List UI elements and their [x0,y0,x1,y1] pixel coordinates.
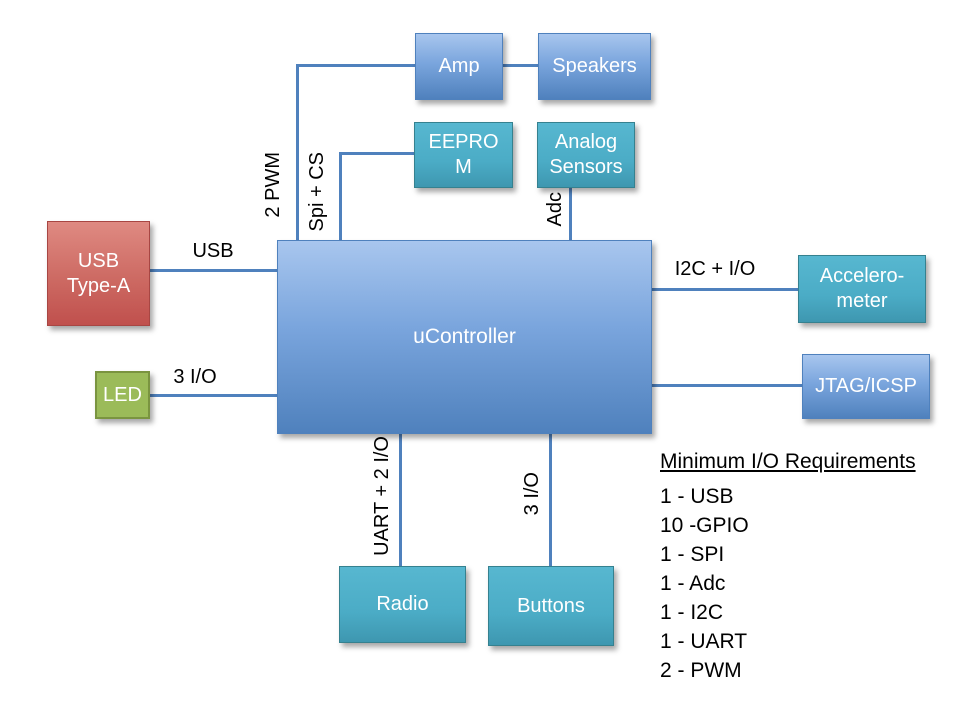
requirement-item: 2 - PWM [660,659,742,682]
connector-i2c-horizontal [650,288,800,291]
block-accelerometer-label: Accelero- meter [819,265,905,312]
requirement-item: 1 - UART [660,630,748,653]
requirement-item: 1 - SPI [660,543,725,566]
block-speakers-label: Speakers [552,55,637,77]
requirement-item: 1 - Adc [660,572,726,595]
block-eeprom: EEPRO M [414,122,513,188]
block-ucontroller-label: uController [413,324,516,348]
connector-led-io-label: 3 I/O [173,366,217,388]
connector-uart-vertical [399,432,402,568]
connector-led-horizontal [149,394,279,397]
connector-pwm-vertical [296,64,299,242]
requirements-note: Minimum I/O Requirements 1 - USB 10 -GPI… [660,450,950,685]
requirement-item: 10 -GPIO [660,514,749,537]
block-eeprom-label: EEPRO M [428,131,499,178]
block-analog-sensors-label: Analog Sensors [549,131,623,178]
connector-spi-horizontal [339,152,415,155]
connector-spi-label: Spi + CS [306,152,328,232]
connector-amp-speakers [502,64,539,67]
connector-pwm-label: 2 PWM [262,152,284,218]
block-jtag-label: JTAG/ICSP [815,375,917,397]
block-buttons-label: Buttons [517,594,585,617]
block-led-label: LED [103,383,142,406]
connector-jtag-horizontal [650,384,804,387]
connector-spi-vertical [339,152,342,242]
block-accelerometer: Accelero- meter [798,255,926,323]
block-amp-label: Amp [438,55,480,77]
block-usb-type-a: USB Type-A [47,221,150,326]
block-ucontroller: uController [277,240,652,434]
connector-i2c-label: I2C + I/O [674,258,756,280]
connector-adc-label: Adc [544,192,566,227]
connector-buttons-io-label: 3 I/O [521,472,543,516]
connector-uart-label: UART + 2 I/O [371,436,393,556]
block-amp: Amp [415,33,503,100]
connector-buttons-vertical [549,432,552,568]
connector-adc-vertical [569,187,572,242]
requirements-title: Minimum I/O Requirements [660,450,916,473]
requirement-item: 1 - I2C [660,601,724,624]
block-led: LED [95,371,150,419]
connector-pwm-horizontal [296,64,416,67]
requirement-item: 1 - USB [660,485,734,508]
connector-usb-label: USB [192,240,234,262]
block-usb-type-a-label: USB Type-A [66,249,131,297]
block-jtag: JTAG/ICSP [802,354,930,419]
block-analog-sensors: Analog Sensors [537,122,635,188]
block-radio-label: Radio [376,593,429,615]
block-speakers: Speakers [538,33,651,100]
block-buttons: Buttons [488,566,614,646]
block-radio: Radio [339,566,466,643]
connector-usb-horizontal [149,269,279,272]
